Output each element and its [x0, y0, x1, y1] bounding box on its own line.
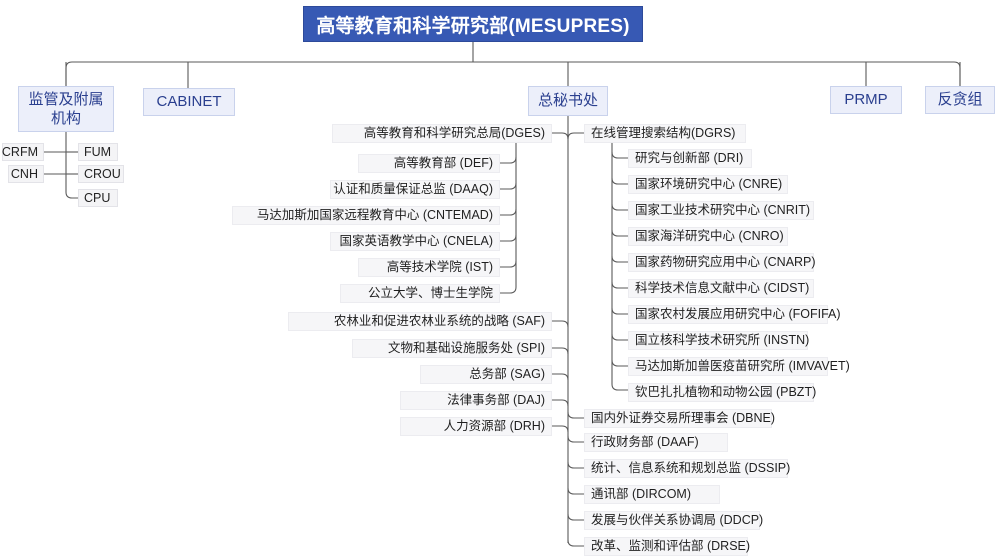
dgrs-elbow-fofifa [611, 307, 628, 315]
elbow-spi [552, 347, 569, 355]
dgrs-elbow-cnarp [611, 255, 628, 263]
chip-cpu[interactable]: CPU [78, 189, 118, 207]
leaf-dbne[interactable]: 国内外证券交易所理事会 (DBNE) [584, 409, 775, 428]
elbow-daaf [567, 435, 584, 443]
leaf-spi[interactable]: 文物和基础设施服务处 (SPI) [352, 339, 552, 358]
leaf-cidst[interactable]: 科学技术信息文献中心 (CIDST) [628, 279, 814, 298]
dgrs-subtrunk [611, 142, 628, 391]
leaf-def[interactable]: 高等教育部 (DEF) [358, 154, 500, 173]
elbow-dgrs [567, 132, 584, 140]
leaf-cnre[interactable]: 国家环境研究中心 (CNRE) [628, 175, 788, 194]
leaf-sag[interactable]: 总务部 (SAG) [420, 365, 552, 384]
dgrs-elbow-dri [611, 151, 628, 159]
chip-crfm[interactable]: CRFM [2, 143, 44, 161]
chip-fum[interactable]: FUM [78, 143, 118, 161]
leaf-daj[interactable]: 法律事务部 (DAJ) [400, 391, 552, 410]
leaf-cnarp[interactable]: 国家药物研究应用中心 (CNARP) [628, 253, 816, 272]
leaf-fofifa[interactable]: 国家农村发展应用研究中心 (FOFIFA) [628, 305, 841, 324]
leaf-cnrit[interactable]: 国家工业技术研究中心 (CNRIT) [628, 201, 814, 220]
dgrs-elbow-cidst [611, 281, 628, 289]
dges-elbow-cnela [500, 234, 517, 242]
leaf-imvavet[interactable]: 马达加斯加兽医疫苗研究所 (IMVAVET) [628, 357, 850, 376]
elbow-saf [552, 320, 569, 328]
dges-elbow-def [500, 156, 517, 164]
leaf-instn[interactable]: 国立核科学技术研究所 (INSTN) [628, 331, 809, 350]
leaf-dssip[interactable]: 统计、信息系统和规划总监 (DSSIP) [584, 459, 790, 478]
level2-node-anticorruption[interactable]: 反贪组 [925, 86, 995, 114]
leaf-dri[interactable]: 研究与创新部 (DRI) [628, 149, 752, 168]
leaf-saf[interactable]: 农林业和促进农林业系统的战略 (SAF) [288, 312, 552, 331]
root-node[interactable]: 高等教育和科学研究部(MESUPRES) [303, 6, 643, 42]
level2-bus [65, 61, 961, 88]
leaf-daaq[interactable]: 认证和质量保证总监 (DAAQ) [330, 180, 500, 199]
leaf-ddcp[interactable]: 发展与伙伴关系协调局 (DDCP) [584, 511, 763, 530]
dges-elbow-cntemad [500, 208, 517, 216]
dges-subtrunk [500, 142, 517, 294]
chip-crou[interactable]: CROU [78, 165, 124, 183]
level2-node-prmp[interactable]: PRMP [830, 86, 902, 114]
elbow-drh [552, 425, 569, 433]
level2-node-cabinet[interactable]: CABINET [143, 88, 235, 116]
dgrs-elbow-instn [611, 333, 628, 341]
level2-node-secretariat[interactable]: 总秘书处 [528, 86, 608, 116]
leaf-cnro[interactable]: 国家海洋研究中心 (CNRO) [628, 227, 788, 246]
dgrs-elbow-cnrit [611, 203, 628, 211]
leaf-dgrs[interactable]: 在线管理搜索结构(DGRS) [584, 124, 746, 143]
supervision-trunk [65, 132, 78, 199]
level2-node-supervision[interactable]: 监管及附属机构 [18, 86, 114, 132]
leaf-drse[interactable]: 改革、监测和评估部 (DRSE) [584, 537, 750, 556]
elbow-drse [567, 539, 584, 547]
leaf-daaf[interactable]: 行政财务部 (DAAF) [584, 433, 728, 452]
dges-elbow-daaq [500, 182, 517, 190]
elbow-sag [552, 373, 569, 381]
dgrs-elbow-cnre [611, 177, 628, 185]
leaf-public-universities[interactable]: 公立大学、博士生学院 [340, 284, 500, 303]
leaf-cntemad[interactable]: 马达加斯加国家远程教育中心 (CNTEMAD) [232, 206, 500, 225]
leaf-pbzt[interactable]: 钦巴扎扎植物和动物公园 (PBZT) [628, 383, 816, 402]
dgrs-elbow-cnro [611, 229, 628, 237]
elbow-dssip [567, 461, 584, 469]
leaf-ist[interactable]: 高等技术学院 (IST) [358, 258, 500, 277]
dgrs-elbow-imvavet [611, 359, 628, 367]
elbow-daj [552, 399, 569, 407]
elbow-ddcp [567, 513, 584, 521]
leaf-drh[interactable]: 人力资源部 (DRH) [400, 417, 552, 436]
leaf-cnela[interactable]: 国家英语教学中心 (CNELA) [330, 232, 500, 251]
chip-cnh[interactable]: CNH [8, 165, 44, 183]
leaf-dges[interactable]: 高等教育和科学研究总局(DGES) [332, 124, 552, 143]
elbow-dbne [567, 411, 584, 419]
leaf-dircom[interactable]: 通讯部 (DIRCOM) [584, 485, 720, 504]
dges-elbow-ist [500, 260, 517, 268]
elbow-dges [552, 132, 569, 140]
elbow-dircom [567, 487, 584, 495]
